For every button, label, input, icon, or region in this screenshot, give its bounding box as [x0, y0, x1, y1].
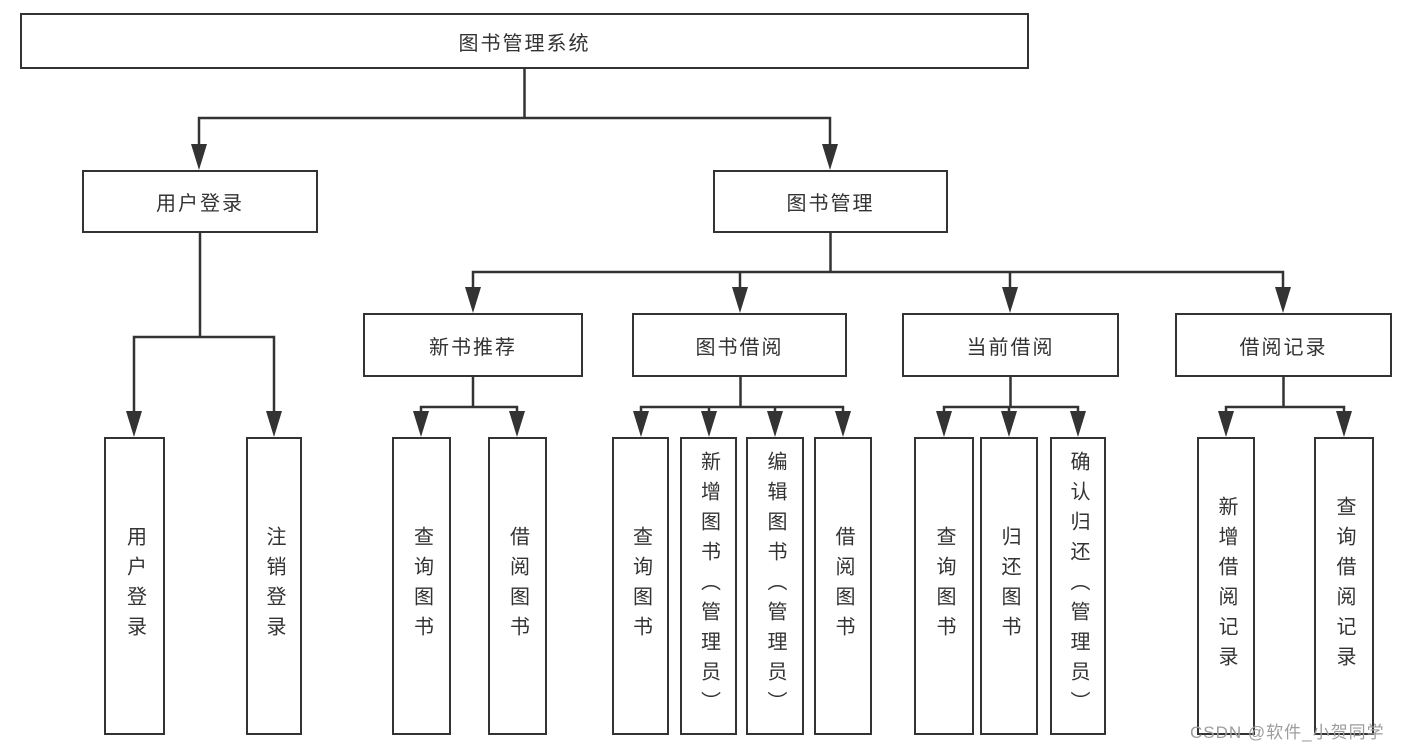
node-user-login-group: 用户登录 — [82, 170, 318, 233]
csdn-watermark: CSDN @软件_小贺同学 — [1190, 723, 1385, 742]
node-borrowing-records: 借阅记录 — [1175, 313, 1392, 377]
connector-bookmgmt-branch — [471, 231, 1285, 292]
node-label: 图书管理 — [786, 193, 875, 215]
node-label: 确认归还（管理员） — [1067, 451, 1089, 721]
arrow-down-icon — [191, 144, 207, 170]
node-label: 用户登录 — [123, 526, 146, 646]
connector-current-branch — [942, 375, 1080, 416]
node-label: 借阅记录 — [1239, 336, 1328, 359]
node-label: 查询借阅记录 — [1333, 496, 1355, 676]
arrow-down-icon — [1001, 411, 1017, 437]
arrow-down-icon — [936, 411, 952, 437]
node-leaf-query-borrow-record: 查询借阅记录 — [1314, 437, 1374, 735]
arrowheads — [126, 144, 1352, 437]
connector-userlogin-branch — [132, 231, 276, 416]
connector-borrow-branch — [639, 375, 845, 416]
node-label: 查询图书 — [629, 526, 652, 646]
node-label: 新增借阅记录 — [1215, 496, 1237, 676]
node-leaf-logout: 注销登录 — [246, 437, 302, 735]
node-label: 用户登录 — [156, 193, 244, 215]
node-book-management-group: 图书管理 — [713, 170, 948, 233]
node-leaf-query-books-recommend: 查询图书 — [392, 437, 451, 735]
arrow-down-icon — [633, 411, 649, 437]
arrow-down-icon — [465, 287, 481, 313]
connector-root-to-level2 — [197, 67, 832, 148]
arrow-down-icon — [1336, 411, 1352, 437]
node-leaf-query-books-current: 查询图书 — [914, 437, 974, 735]
node-label: 归还图书 — [998, 526, 1020, 646]
node-leaf-add-borrow-record: 新增借阅记录 — [1197, 437, 1255, 735]
node-root-system: 图书管理系统 — [20, 13, 1029, 69]
arrow-down-icon — [126, 411, 142, 437]
node-label: 注销登录 — [263, 526, 285, 646]
node-leaf-confirm-return-admin: 确认归还（管理员） — [1050, 437, 1106, 735]
arrow-down-icon — [767, 411, 783, 437]
node-current-borrowing: 当前借阅 — [902, 313, 1119, 377]
arrow-down-icon — [1218, 411, 1234, 437]
arrow-down-icon — [1070, 411, 1086, 437]
node-leaf-user-login: 用户登录 — [104, 437, 165, 735]
arrow-down-icon — [732, 287, 748, 313]
node-leaf-add-books-admin: 新增图书（管理员） — [680, 437, 737, 735]
node-leaf-borrow-books-recommend: 借阅图书 — [488, 437, 547, 735]
node-book-borrowing: 图书借阅 — [632, 313, 847, 377]
node-label: 查询图书 — [933, 526, 955, 646]
arrow-down-icon — [1275, 287, 1291, 313]
arrow-down-icon — [509, 411, 525, 437]
node-label: 新书推荐 — [429, 336, 517, 359]
connector-newbook-branch — [419, 375, 519, 416]
node-label: 借阅图书 — [832, 526, 854, 646]
node-leaf-edit-books-admin: 编辑图书（管理员） — [746, 437, 804, 735]
node-label: 图书借阅 — [695, 336, 784, 359]
node-leaf-return-books: 归还图书 — [980, 437, 1038, 735]
arrow-down-icon — [413, 411, 429, 437]
node-label: 图书管理系统 — [458, 32, 591, 55]
node-label: 编辑图书（管理员） — [764, 451, 786, 721]
node-label: 借阅图书 — [506, 526, 529, 646]
node-leaf-query-books-borrowing: 查询图书 — [612, 437, 669, 735]
arrow-down-icon — [266, 411, 282, 437]
node-label: 当前借阅 — [966, 336, 1055, 359]
arrow-down-icon — [822, 144, 838, 170]
node-label: 查询图书 — [410, 526, 433, 646]
connector-records-branch — [1224, 375, 1346, 416]
arrow-down-icon — [835, 411, 851, 437]
node-leaf-borrow-books: 借阅图书 — [814, 437, 872, 735]
node-label: 新增图书（管理员） — [697, 451, 720, 721]
arrow-down-icon — [701, 411, 717, 437]
node-new-book-recommend: 新书推荐 — [363, 313, 583, 377]
arrow-down-icon — [1002, 287, 1018, 313]
